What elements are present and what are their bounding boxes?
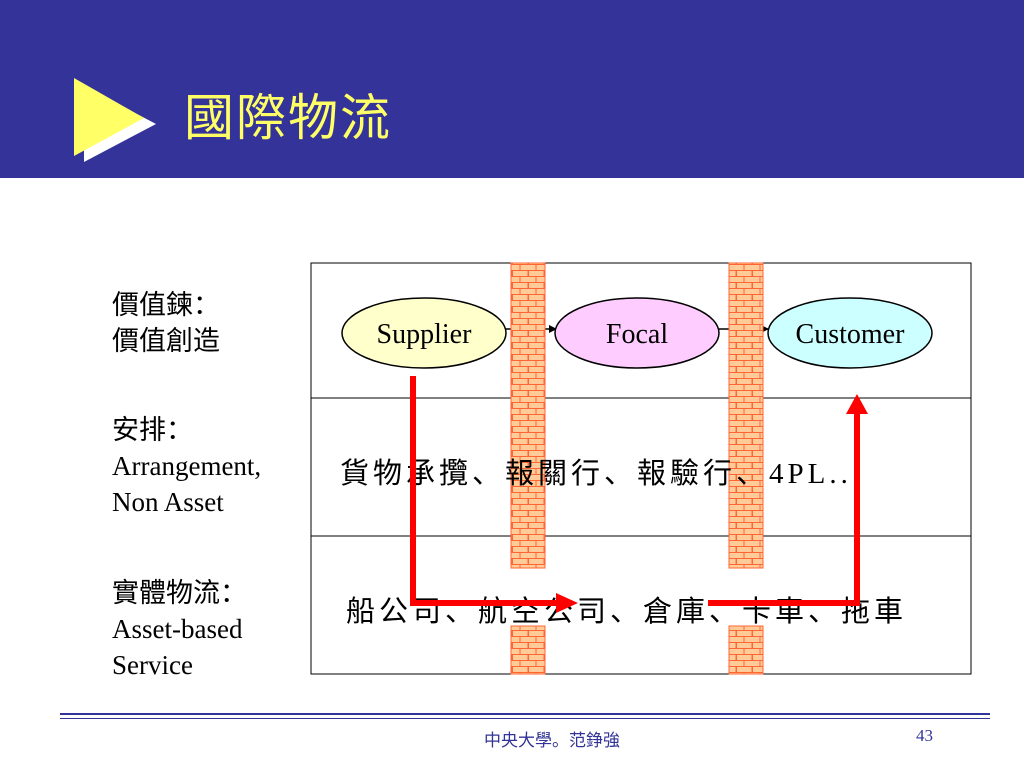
footer-rule-thin	[60, 718, 990, 719]
value-chain-label: 價值鍊： 價值創造	[112, 290, 220, 356]
brick-wall-right-lower	[728, 625, 764, 675]
brick-wall-left-lower	[510, 625, 546, 675]
physical-flow-arrowhead-right	[556, 593, 578, 613]
arrangement-label: 安排： Arrangement, Non Asset	[112, 415, 262, 517]
brick-wall-right	[728, 262, 764, 569]
focal-label: Focal	[606, 319, 668, 350]
page-number: 43	[916, 726, 933, 745]
physical-flow-arrowhead-up	[846, 394, 868, 414]
slide-title: 國際物流	[184, 89, 392, 147]
play-triangle-icon	[74, 78, 156, 162]
physical-flow-path-down	[410, 376, 558, 606]
footer-author: 中央大學。范錚強	[484, 731, 620, 750]
physical-flow-path-up	[708, 410, 860, 606]
supplier-label: Supplier	[377, 319, 473, 350]
brick-wall-left	[510, 262, 546, 569]
supplier-node	[341, 297, 507, 369]
physical-logistics-label: 實體物流： Asset-based Service	[112, 578, 247, 680]
focal-node	[554, 297, 720, 369]
customer-node	[767, 297, 933, 369]
title-bar: 國際物流	[0, 0, 1024, 178]
customer-label: Customer	[796, 319, 906, 350]
arrangement-services-text: 貨物承攬、報關行、報驗行、4PL..	[340, 458, 852, 490]
footer-rule-thick	[60, 713, 990, 715]
